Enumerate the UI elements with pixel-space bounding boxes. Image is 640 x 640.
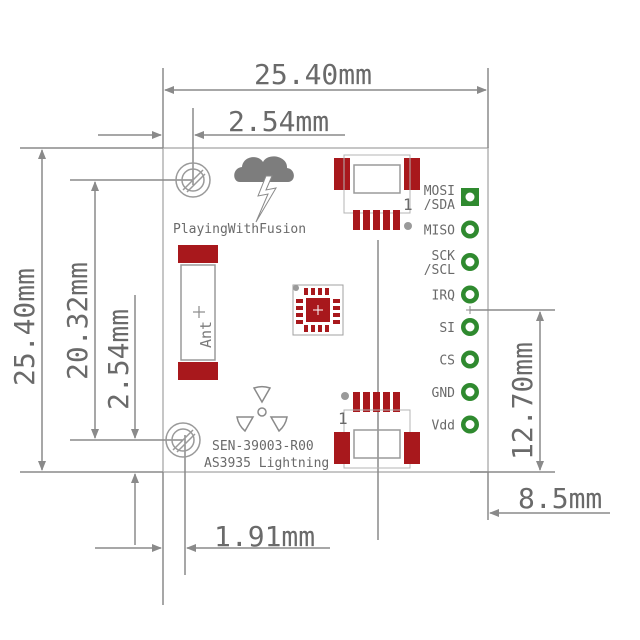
dim-hole-offset-y-label: 2.54mm bbox=[102, 309, 135, 410]
mounting-hole-top bbox=[175, 162, 211, 198]
header-pad-hole bbox=[465, 387, 475, 397]
dim-edge-offset bbox=[95, 435, 330, 605]
header-pin: MOSI/SDA bbox=[424, 184, 479, 213]
radiation-icon bbox=[236, 385, 288, 433]
header-pad-hole bbox=[465, 192, 475, 202]
dim-header-inset bbox=[377, 240, 610, 540]
bottom-connector-pin1: 1 bbox=[338, 409, 348, 428]
pin-label: MOSI bbox=[424, 184, 455, 199]
pin-label: MISO bbox=[424, 224, 455, 239]
top-connector-pin1: 1 bbox=[403, 195, 413, 214]
top-connector bbox=[334, 154, 420, 230]
mounting-hole-bottom bbox=[165, 422, 201, 458]
antenna-label: Ant bbox=[197, 321, 215, 348]
antenna-component bbox=[178, 245, 218, 380]
reference-cross bbox=[466, 306, 474, 314]
dim-board-height-label: 25.40mm bbox=[8, 268, 41, 386]
dim-header-span-label: 12.70mm bbox=[506, 342, 539, 460]
lightning-cloud-icon bbox=[234, 156, 294, 223]
header-pin: MISO bbox=[424, 220, 479, 239]
pin-label: GND bbox=[432, 386, 456, 401]
pin-label: IRQ bbox=[432, 289, 456, 304]
bottom-connector bbox=[334, 392, 420, 469]
header-pins: MOSI/SDA MISO SCK/SCL IRQ SI CS GND Vdd bbox=[424, 184, 479, 434]
pin-label: CS bbox=[439, 354, 455, 369]
part-name-label: AS3935 Lightning bbox=[204, 456, 329, 471]
header-pin: SCK/SCL bbox=[424, 249, 479, 278]
header-pin: CS bbox=[439, 350, 479, 369]
header-pin: GND bbox=[432, 383, 479, 401]
dim-board-width-label: 25.40mm bbox=[254, 58, 372, 91]
pin-label: SI bbox=[439, 321, 455, 336]
pin-label: /SCL bbox=[424, 263, 455, 278]
header-pad-hole bbox=[465, 420, 475, 429]
brand-label: PlayingWithFusion bbox=[173, 222, 306, 237]
header-pad-hole bbox=[465, 322, 475, 332]
center-chip bbox=[292, 284, 344, 336]
header-pad-hole bbox=[465, 290, 475, 299]
dim-board-height bbox=[20, 147, 163, 473]
dim-edge-offset-label: 1.91mm bbox=[214, 520, 315, 553]
part-number-label: SEN-39003-R00 bbox=[212, 439, 314, 454]
header-pin: SI bbox=[439, 318, 479, 336]
dim-hole-offset-x-label: 2.54mm bbox=[228, 105, 329, 138]
dim-header-span bbox=[470, 309, 555, 473]
dim-header-inset-label: 8.5mm bbox=[518, 482, 602, 515]
header-pin: Vdd bbox=[432, 415, 479, 434]
header-pad-hole bbox=[465, 355, 475, 364]
pin-label: /SDA bbox=[424, 198, 455, 213]
dim-hole-spacing-label: 20.32mm bbox=[61, 262, 94, 380]
dim-hole-offset-x bbox=[98, 108, 345, 185]
header-pad-hole bbox=[465, 257, 475, 267]
header-pin: IRQ bbox=[432, 285, 479, 304]
dim-hole-spacing bbox=[70, 179, 193, 441]
pin-label: SCK bbox=[432, 249, 456, 264]
header-pad-hole bbox=[465, 225, 475, 234]
dim-board-width bbox=[162, 68, 489, 148]
pin-label: Vdd bbox=[432, 419, 455, 434]
